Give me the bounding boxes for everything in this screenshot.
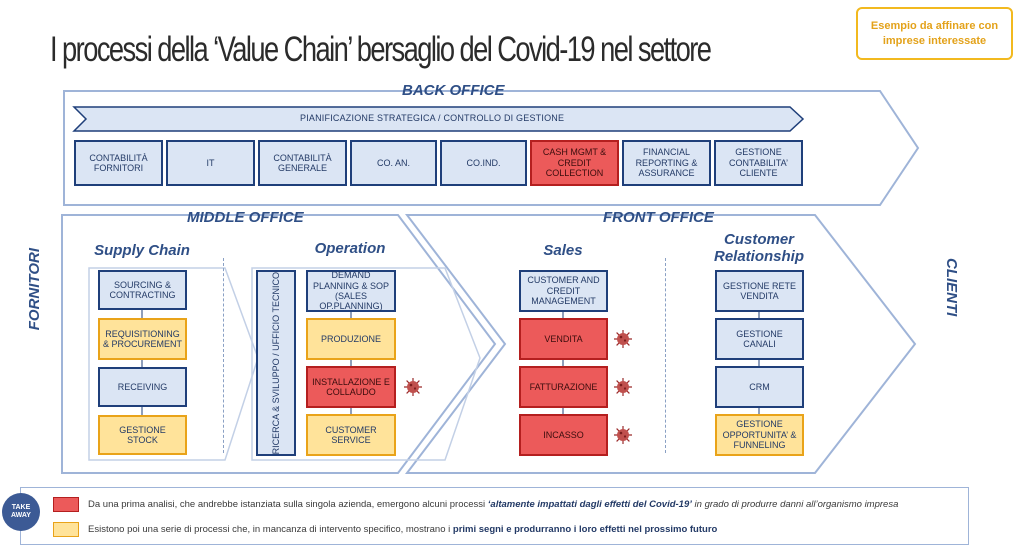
clienti-label: CLIENTI — [943, 258, 960, 317]
virus-icon — [614, 426, 632, 444]
supply-chain-label: Supply Chain — [94, 242, 190, 259]
middle-office-chevron — [61, 214, 497, 474]
bo-box-contabilita-generale: CONTABILITÀ GENERALE — [258, 140, 347, 186]
middle-office-label: MIDDLE OFFICE — [187, 209, 304, 226]
take-away-badge: TAKE AWAY — [2, 493, 40, 531]
legend-red-post: in grado di produrre danni all’organismo… — [691, 499, 899, 510]
crm-box-opportunita: GESTIONE OPPORTUNITA’ & FUNNELING — [715, 414, 804, 456]
crm-box-crm: CRM — [715, 366, 804, 408]
rnd-label: RICERCA & SVILUPPO / UFFICIO TECNICO — [270, 271, 281, 455]
legend-swatch-red — [53, 497, 79, 512]
operation-arrow — [251, 267, 481, 461]
sc-box-sourcing: SOURCING & CONTRACTING — [98, 270, 187, 310]
sc-box-requisitioning: REQUISITIONING & PROCUREMENT — [98, 318, 187, 360]
legend-yellow-bold: primi segni e produrranno i loro effetti… — [452, 524, 718, 535]
bo-box-co-ind: CO.IND. — [440, 140, 527, 186]
front-divider — [665, 258, 666, 453]
crm-box-canali: GESTIONE CANALI — [715, 318, 804, 360]
fornitori-label: FORNITORI — [26, 248, 43, 331]
virus-icon — [614, 330, 632, 348]
bo-box-it: IT — [166, 140, 255, 186]
rnd-box: RICERCA & SVILUPPO / UFFICIO TECNICO — [256, 270, 296, 456]
legend-yellow-text: Esistono poi una serie di processi che, … — [88, 524, 717, 535]
sales-box-fatturazione: FATTURAZIONE — [519, 366, 608, 408]
bo-box-co-an: CO. AN. — [350, 140, 437, 186]
crm-box-rete-vendita: GESTIONE RETE VENDITA — [715, 270, 804, 312]
bo-box-financial-reporting: FINANCIAL REPORTING & ASSURANCE — [622, 140, 711, 186]
op-box-installazione: INSTALLAZIONE E COLLAUDO — [306, 366, 396, 408]
bo-box-contabilita-fornitori: CONTABILITÀ FORNITORI — [74, 140, 163, 186]
supply-chain-arrow — [88, 267, 259, 461]
sales-box-incasso: INCASSO — [519, 414, 608, 456]
front-office-chevron — [404, 214, 917, 474]
legend-red-pre: Da una prima analisi, che andrebbe istan… — [88, 499, 488, 510]
sc-box-gestione-stock: GESTIONE STOCK — [98, 415, 187, 455]
bo-box-gestione-contabilita-cliente: GESTIONE CONTABILITA’ CLIENTE — [714, 140, 803, 186]
sc-box-receiving: RECEIVING — [98, 367, 187, 407]
page-title: I processi della ‘Value Chain’ bersaglio… — [50, 30, 712, 69]
virus-icon — [404, 378, 422, 396]
bo-box-cash-mgmt: CASH MGMT & CREDIT COLLECTION — [530, 140, 619, 186]
note-box: Esempio da affinare con imprese interess… — [856, 7, 1013, 60]
operation-label: Operation — [314, 240, 386, 257]
customer-relationship-label: Customer Relationship — [713, 231, 804, 265]
sales-box-vendita: VENDITA — [519, 318, 608, 360]
virus-icon — [614, 378, 632, 396]
front-office-label: FRONT OFFICE — [603, 209, 714, 226]
take-away-label: TAKE AWAY — [11, 504, 31, 519]
back-office-chevron — [63, 90, 920, 206]
sales-box-customer-credit: CUSTOMER AND CREDIT MANAGEMENT — [519, 270, 608, 312]
legend-swatch-yellow — [53, 522, 79, 537]
op-box-demand-planning: DEMAND PLANNING & SOP (Sales Op.Planning… — [306, 270, 396, 312]
planning-label: PIANIFICAZIONE STRATEGICA / CONTROLLO DI… — [300, 113, 565, 123]
planning-arrow — [72, 106, 805, 132]
back-office-label: BACK OFFICE — [402, 82, 505, 99]
legend-red-text: Da una prima analisi, che andrebbe istan… — [88, 499, 898, 510]
middle-divider — [223, 258, 224, 453]
legend-red-bold: ‘altamente impattati dagli effetti del C… — [487, 499, 692, 510]
op-box-produzione: PRODUZIONE — [306, 318, 396, 360]
sales-label: Sales — [543, 242, 583, 259]
legend-yellow-pre: Esistono poi una serie di processi che, … — [88, 524, 453, 535]
legend-panel — [20, 487, 969, 545]
op-box-customer-service: CUSTOMER SERVICE — [306, 414, 396, 456]
